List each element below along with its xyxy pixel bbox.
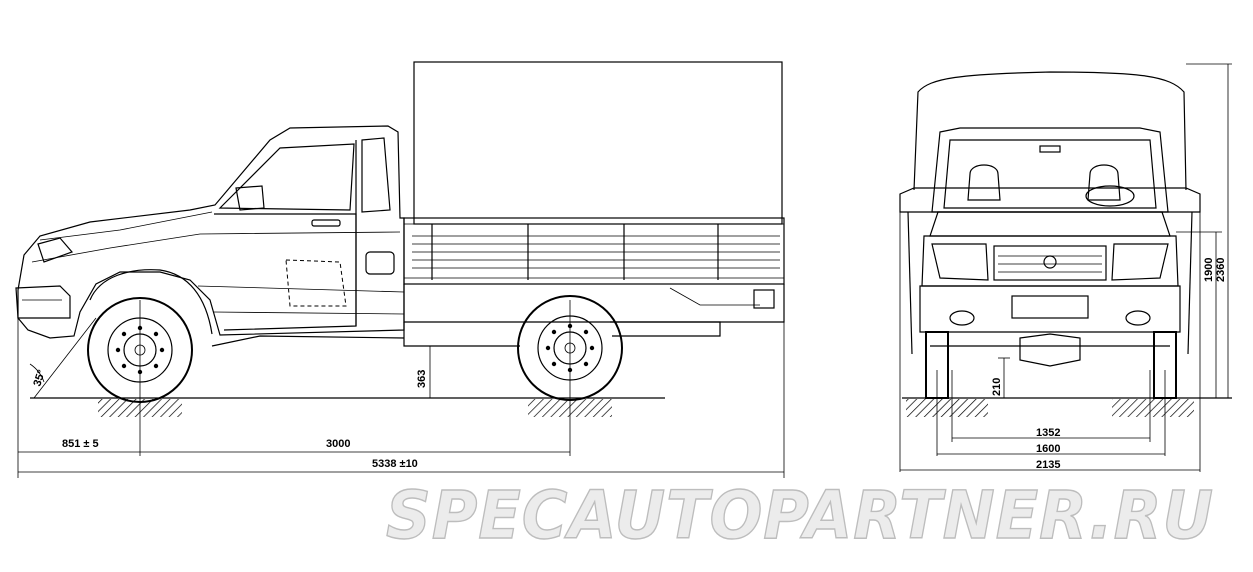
cargo-slats — [404, 224, 784, 280]
cab-height-label: 1900 — [1203, 258, 1215, 282]
front-view: 1352 1600 2135 1900 2360 210 — [899, 63, 1232, 472]
grille — [993, 245, 1107, 281]
overall-width-label: 2135 — [1036, 459, 1060, 471]
cargo-body — [403, 217, 785, 285]
cargo-canopy — [413, 61, 783, 225]
watermark: SPECAUTOPARTNER.RU — [386, 477, 1214, 554]
front-overhang-label: 851 ± 5 — [62, 438, 99, 450]
cab-window — [218, 143, 355, 211]
front-canopy — [913, 71, 1187, 191]
left-ground-hatch — [906, 399, 988, 417]
right-ground-hatch — [1112, 399, 1194, 417]
overall-length-label: 5338 ±10 — [372, 458, 418, 470]
side-view: 35° 363 851 ± 5 3000 5338 ±10 — [15, 61, 785, 478]
total-height-label: 2360 — [1215, 258, 1227, 282]
front-clearance-label: 210 — [991, 378, 1003, 396]
cab-outline — [17, 125, 405, 339]
track-inner-label: 1352 — [1036, 427, 1060, 439]
approach-angle-label: 35° — [31, 368, 48, 388]
track-label: 1600 — [1036, 443, 1060, 455]
ground-clearance-label: 363 — [416, 370, 428, 388]
wheelbase-label: 3000 — [326, 438, 350, 450]
